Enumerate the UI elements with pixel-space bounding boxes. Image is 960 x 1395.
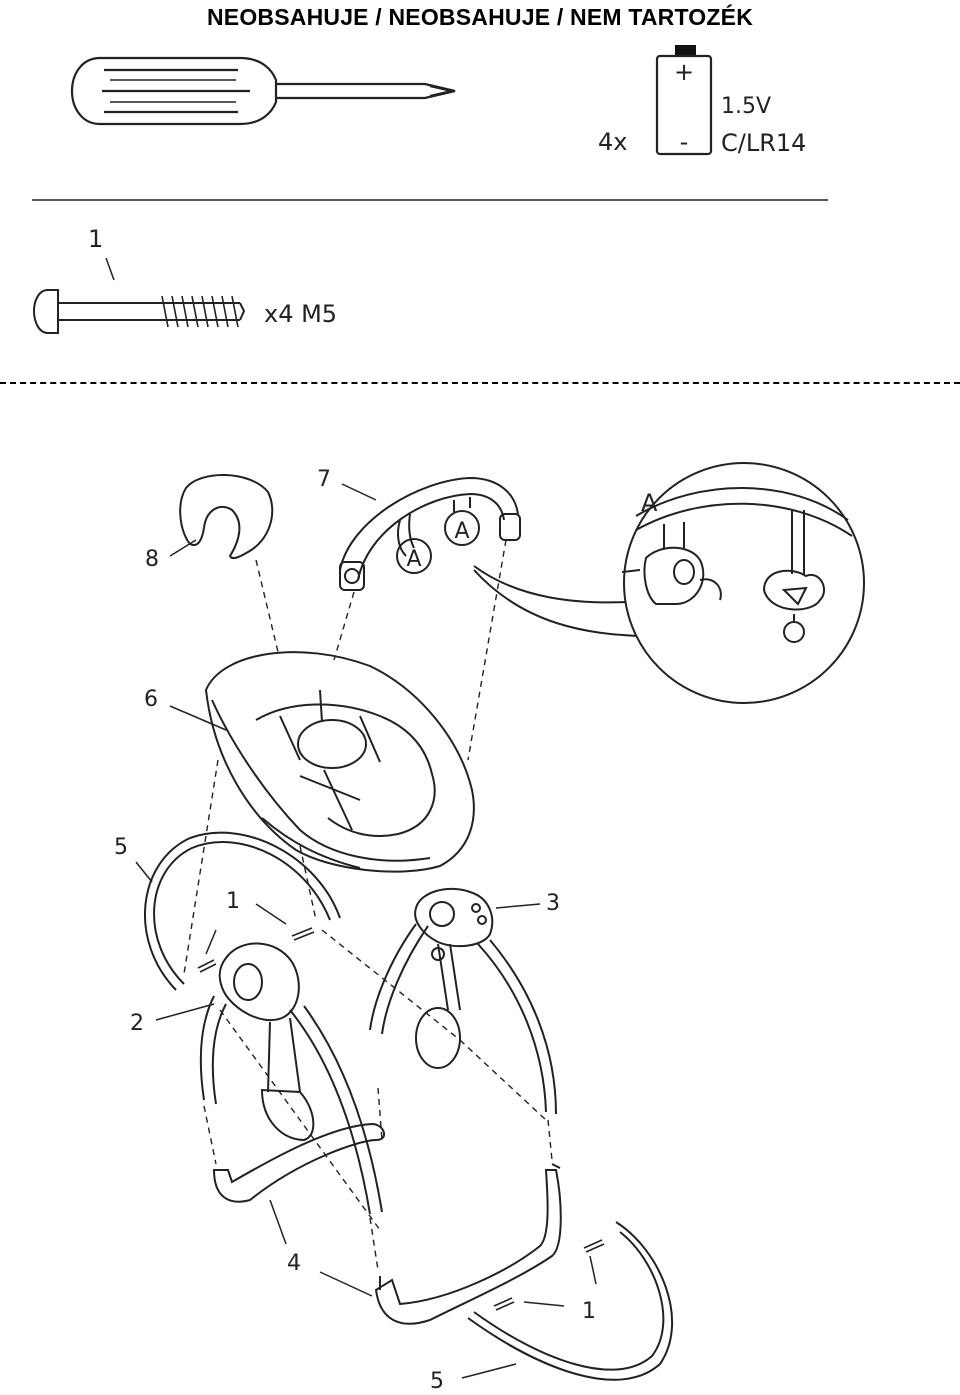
lower-arc-part bbox=[467, 1221, 674, 1381]
toy-bar-part bbox=[339, 476, 521, 591]
battery-plus-label: + bbox=[674, 58, 694, 86]
label-part-7: 7 bbox=[317, 467, 331, 492]
battery-icon: + - bbox=[655, 45, 713, 156]
screw-quantity-label: x4 M5 bbox=[264, 300, 337, 328]
toy-a-label-2: A bbox=[454, 519, 469, 544]
control-legs-part bbox=[369, 923, 557, 1115]
battery-count-label: 4x bbox=[598, 128, 627, 156]
motor-housing-part bbox=[199, 942, 383, 1215]
detail-a-label: A bbox=[641, 489, 658, 517]
toy-a-circle-2 bbox=[444, 510, 480, 546]
lower-screws bbox=[493, 1239, 605, 1311]
toy-detail bbox=[621, 487, 853, 643]
page-title: NEOBSAHUJE / NEOBSAHUJE / NEM TARTOZÉK bbox=[206, 4, 754, 30]
screwdriver-icon bbox=[70, 56, 456, 126]
label-part-6: 6 bbox=[144, 687, 158, 712]
detail-circle bbox=[623, 462, 865, 704]
label-part-4: 4 bbox=[287, 1251, 301, 1276]
label-part-5-lower: 5 bbox=[430, 1369, 444, 1394]
head-cushion-part bbox=[179, 473, 274, 560]
toy-a-circle-1 bbox=[396, 538, 432, 574]
section-divider bbox=[0, 382, 960, 384]
upper-screws bbox=[197, 927, 315, 973]
seat-part bbox=[204, 651, 475, 873]
label-part-8: 8 bbox=[145, 547, 159, 572]
label-part-1-upper: 1 bbox=[226, 889, 240, 914]
label-part-3: 3 bbox=[546, 891, 560, 916]
toy-a-label-1: A bbox=[406, 547, 421, 572]
label-part-2: 2 bbox=[130, 1011, 144, 1036]
assembly-guide-lines bbox=[183, 539, 553, 1271]
label-part-5-upper: 5 bbox=[114, 835, 128, 860]
control-unit-part bbox=[414, 887, 494, 1069]
screw-part-number: 1 bbox=[88, 225, 103, 253]
battery-minus-label: - bbox=[680, 128, 689, 156]
screw-icon bbox=[32, 289, 246, 334]
battery-voltage-label: 1.5V bbox=[721, 94, 771, 119]
base-frame-part bbox=[212, 1122, 562, 1325]
battery-type-label: C/LR14 bbox=[721, 129, 806, 157]
upper-arc-part bbox=[144, 831, 341, 991]
label-part-1-lower: 1 bbox=[582, 1299, 596, 1324]
